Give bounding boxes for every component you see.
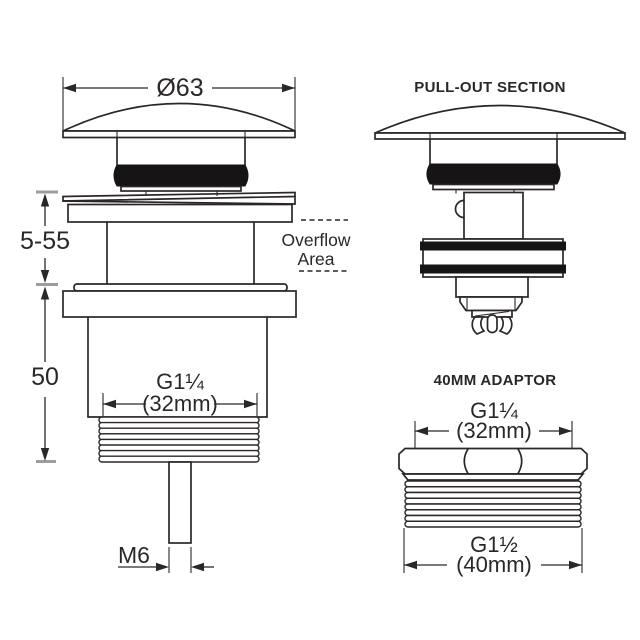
bottom-flange-lip: [73, 283, 288, 292]
main-rod: [168, 461, 192, 544]
valve-bar-diagonal: [474, 310, 510, 317]
hex-nut-outline: [398, 447, 588, 475]
main-overflow-annotation: Overflow Area: [281, 219, 351, 272]
pullout-stem-cylinder: [463, 191, 524, 240]
pullout-sub-washer: [432, 183, 555, 191]
washer-top-edge: [62, 191, 296, 198]
hex-collar: [401, 473, 585, 481]
adaptor-title: 40MM ADAPTOR: [434, 372, 557, 389]
hex-facet-line: [517, 448, 523, 475]
thread-ridge: [404, 509, 582, 517]
dimension-arrow: [569, 560, 582, 570]
dimension-arrow: [559, 426, 572, 436]
dim-label-diameter: Ø63: [156, 74, 203, 102]
dimension-arrow: [40, 193, 50, 207]
adaptor-top-thread-label: G1¼: [470, 398, 518, 423]
valve-chamfer: [459, 296, 523, 312]
thread-ridge: [404, 497, 582, 505]
adaptor-dim-bottom: G1½ (40mm): [403, 528, 583, 577]
pullout-oring-band: [420, 264, 566, 274]
pullout-stem: [454, 191, 524, 240]
dimension-arrow: [63, 83, 76, 93]
valve-slot: [486, 314, 498, 334]
thread-ridge: [404, 520, 582, 528]
dimension-arrow: [191, 562, 204, 572]
pullout-cap: [374, 104, 626, 140]
main-top-flange: [67, 203, 293, 223]
dimension-arrow: [40, 286, 50, 300]
adaptor-view: 40MM ADAPTOR G1¼ (32mm): [398, 372, 588, 577]
plug-sub-washer: [120, 185, 242, 192]
pullout-oring-band: [420, 241, 566, 251]
dim-label-thread: G1¼: [156, 369, 204, 394]
valve-claw-left: [471, 316, 486, 335]
thread-ridge: [98, 455, 260, 463]
thread-ridge: [404, 503, 582, 511]
main-bottom-flange: [62, 283, 297, 318]
dimension-arrow: [103, 399, 116, 409]
adaptor-thread: [404, 480, 582, 528]
thread-ridge: [404, 480, 582, 488]
dim-label-rod: M6: [118, 542, 150, 568]
overflow-label-line2: Area: [298, 249, 335, 269]
pullout-plug-seal: [426, 138, 561, 194]
pullout-section-title: PULL-OUT SECTION: [414, 79, 565, 96]
thread-ridge: [404, 486, 582, 494]
thread-ridge: [404, 491, 582, 499]
main-dim-diameter: Ø63: [62, 74, 296, 130]
washer-taper-line: [62, 195, 296, 202]
main-plug-seal: [113, 136, 249, 196]
dim-label-height-range: 5-55: [20, 227, 70, 255]
cap-dome-shape: [62, 102, 296, 132]
pullout-cap-rim: [374, 132, 626, 140]
pullout-oring-block: [420, 238, 566, 278]
overflow-label-line1: Overflow: [281, 230, 350, 250]
main-thread: [98, 416, 260, 463]
main-dim-height-range: 5-55: [20, 190, 70, 286]
main-dim-body-height: 50: [31, 286, 59, 463]
main-view: Ø63 G1¼ (32mm) M6: [20, 74, 351, 573]
main-dim-rod: M6: [118, 542, 214, 573]
thread-ridge: [404, 514, 582, 522]
adaptor-top-thread-mm: (32mm): [456, 418, 532, 443]
cap-rim: [62, 130, 296, 139]
adaptor-dim-top: G1¼ (32mm): [414, 398, 573, 448]
valve-claw-right: [498, 316, 513, 335]
main-cap: [62, 102, 296, 139]
adaptor-bottom-thread-label: G1½: [470, 532, 518, 557]
hex-facet-line: [463, 448, 469, 475]
plug-seal-ring: [113, 164, 249, 187]
pullout-cap-dome: [374, 104, 626, 134]
dimension-arrow: [282, 83, 295, 93]
pullout-clip-bump: [454, 199, 465, 219]
dimension-arrow: [156, 562, 169, 572]
washer-bottom-edge: [62, 200, 296, 205]
dim-label-body-height: 50: [31, 363, 59, 391]
pullout-seal-ring: [426, 163, 561, 185]
main-neck: [106, 221, 255, 285]
pullout-valve-tip: [455, 276, 529, 335]
bottom-flange-body: [62, 290, 297, 318]
valve-step: [455, 276, 529, 298]
pullout-section-view: PULL-OUT SECTION: [374, 79, 626, 335]
dimension-arrow: [244, 399, 257, 409]
dimension-arrow: [415, 426, 428, 436]
adaptor-hex-nut: [398, 447, 588, 481]
dimension-arrow: [404, 560, 417, 570]
dimension-arrow: [40, 448, 50, 461]
dim-label-thread-mm: (32mm): [142, 391, 218, 416]
adaptor-bottom-thread-mm: (40mm): [456, 552, 532, 577]
dimension-arrow: [40, 270, 50, 283]
main-dim-thread: G1¼ (32mm): [102, 369, 258, 416]
main-sealing-washer: [62, 191, 296, 205]
